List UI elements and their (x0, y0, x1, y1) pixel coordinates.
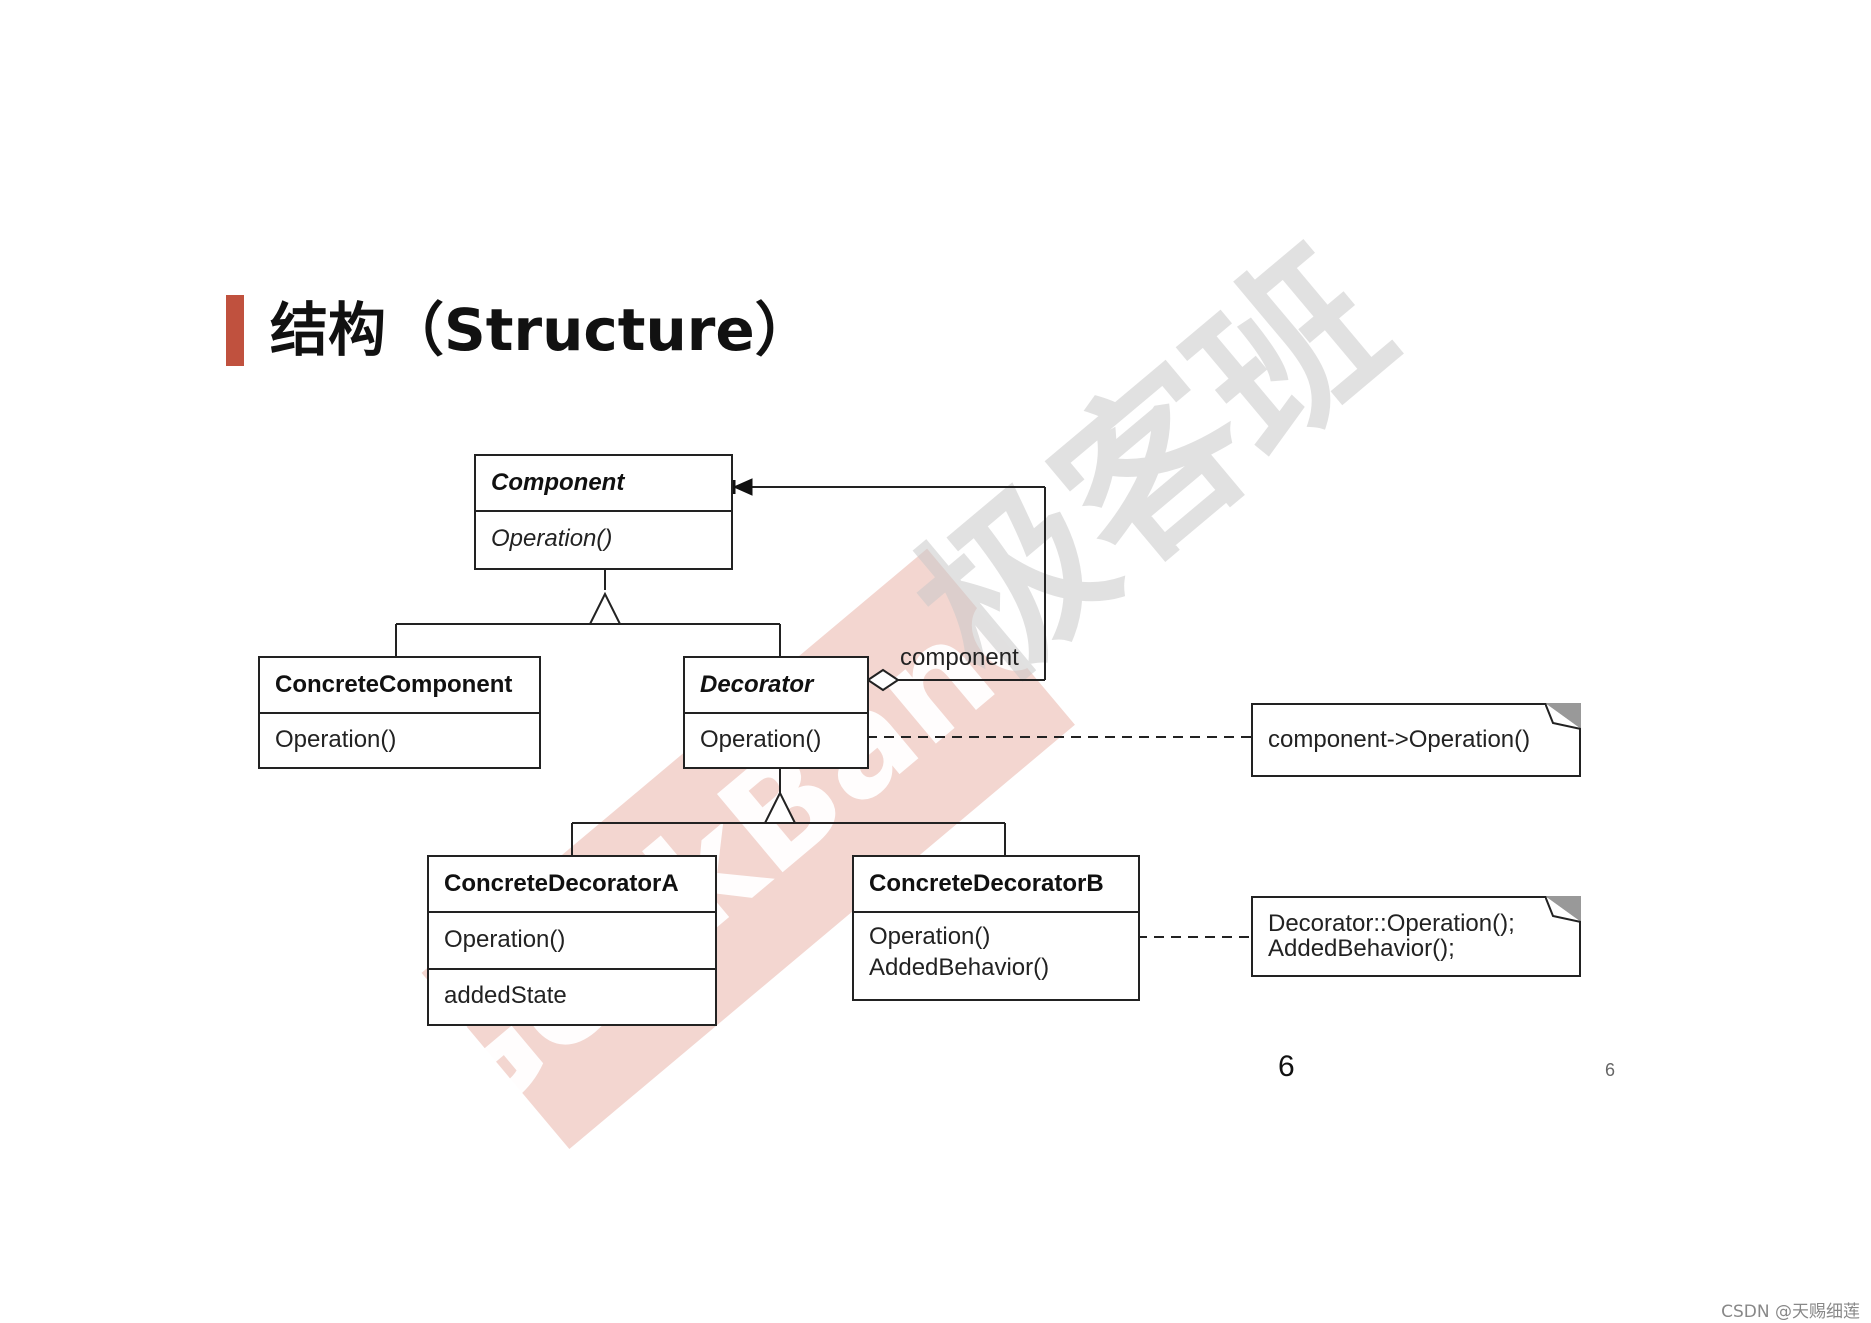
association-label: component (900, 644, 1019, 671)
class-concrete-decorator-b-behavior: AddedBehavior() (869, 954, 1050, 981)
class-concrete-decorator-a-attribute: addedState (444, 982, 567, 1009)
note-b-line2: AddedBehavior(); (1268, 935, 1455, 962)
class-decorator-operation: Operation() (700, 726, 822, 753)
class-concrete-component-name: ConcreteComponent (275, 671, 513, 698)
class-concrete-component-operation: Operation() (275, 726, 397, 753)
folded-corner-icon (1545, 703, 1581, 730)
class-concrete-decorator-a-operation: Operation() (444, 926, 566, 953)
class-component-operation: Operation() (491, 525, 613, 552)
page-title: 结构（Structure） (270, 296, 813, 364)
page-number-large: 6 (1278, 1050, 1295, 1083)
class-decorator: Decorator Operation() (683, 656, 869, 769)
class-decorator-name: Decorator (700, 671, 814, 698)
class-component: Component Operation() (474, 454, 733, 570)
title-accent-bar (226, 295, 244, 366)
class-concrete-component: ConcreteComponent Operation() (258, 656, 541, 769)
class-concrete-decorator-a: ConcreteDecoratorA Operation() addedStat… (427, 855, 717, 1026)
note-decorator-operation: component->Operation() (1251, 703, 1581, 777)
class-concrete-decorator-a-name: ConcreteDecoratorA (444, 870, 679, 897)
note-b-line1: Decorator::Operation(); (1268, 910, 1515, 937)
class-concrete-decorator-b: ConcreteDecoratorB Operation() AddedBeha… (852, 855, 1140, 1001)
class-component-name: Component (491, 469, 625, 496)
class-concrete-decorator-b-name: ConcreteDecoratorB (869, 870, 1104, 897)
page-number-small: 6 (1605, 1060, 1616, 1080)
class-concrete-decorator-b-operation: Operation() (869, 923, 991, 950)
note-decorator-text: component->Operation() (1268, 726, 1531, 753)
footer-credit: CSDN @天赐细莲 (1721, 1302, 1860, 1322)
note-concrete-decorator-b: Decorator::Operation(); AddedBehavior(); (1251, 896, 1581, 977)
folded-corner-icon (1545, 896, 1581, 923)
